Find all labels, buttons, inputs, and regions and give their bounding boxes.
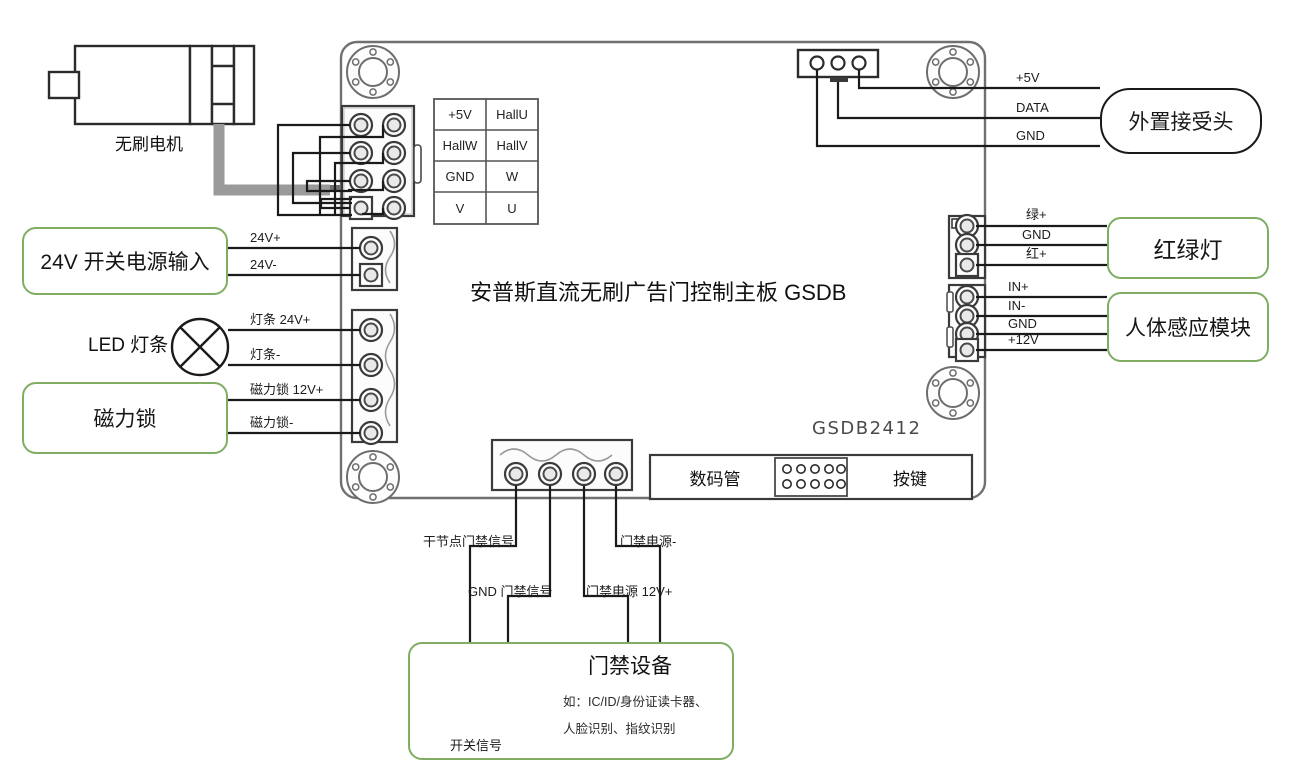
wire-label-rx-5v: +5V	[1016, 70, 1040, 85]
device-access-title: 门禁设备	[588, 655, 672, 678]
wire-label-lock-minus: 磁力锁-	[250, 415, 294, 430]
wire-label-red-plus: 红+	[1026, 246, 1047, 261]
device-mag-lock: 磁力锁	[22, 382, 228, 454]
motor-label: 无刷电机	[115, 135, 183, 154]
wire-label-rx-gnd: GND	[1016, 128, 1045, 143]
device-receiver: 外置接受头	[1100, 88, 1262, 154]
receiver-wires	[815, 70, 1100, 148]
led-lamp-icon	[170, 317, 230, 377]
right-wires	[976, 224, 1107, 352]
sensor-terminal-block	[946, 283, 987, 363]
device-receiver-label: 外置接受头	[1128, 111, 1234, 134]
device-access-note-2: 人脸识别、指纹识别	[563, 722, 676, 736]
wire-label-sensor-12v: +12V	[1008, 332, 1039, 347]
wire-label-in-plus: IN+	[1008, 279, 1029, 294]
hall-cell-0-1: HallU	[496, 107, 528, 122]
wire-label-24v-minus: 24V-	[250, 257, 277, 272]
motor-wires	[276, 123, 385, 217]
device-led-strip-label: LED 灯条	[88, 335, 169, 356]
device-traffic-light-label: 红绿灯	[1153, 237, 1223, 263]
hall-cell-1-1: HallV	[496, 138, 528, 153]
device-body-sensor-label: 人体感应模块	[1125, 317, 1251, 340]
wire-label-green-plus: 绿+	[1026, 207, 1047, 222]
wire-label-dry-contact: 干节点门禁信号	[423, 534, 515, 549]
access-terminal-block	[490, 438, 634, 492]
wire-label-tl-gnd: GND	[1022, 227, 1051, 242]
switch-signal-label: 开关信号	[450, 738, 503, 753]
display-label: 数码管	[689, 469, 741, 489]
traffic-light-terminal-block	[947, 213, 987, 280]
mount-hole-top-left	[346, 45, 400, 99]
led-lock-terminal-block	[350, 308, 399, 446]
hall-cell-3-0: V	[455, 200, 465, 216]
hall-cell-2-0: GND	[445, 169, 475, 184]
wire-label-rx-data: DATA	[1016, 100, 1049, 115]
wire-label-access-12v: 门禁电源 12V+	[586, 584, 673, 599]
hall-cell-3-1: U	[507, 200, 517, 216]
device-traffic-light: 红绿灯	[1107, 217, 1269, 279]
device-access-note-1: 如：IC/ID/身份证读卡器、	[563, 695, 708, 709]
hall-cell-2-1: W	[505, 169, 519, 184]
keys-label: 按键	[893, 469, 927, 489]
device-power-input-label: 24V 开关电源输入	[40, 251, 210, 274]
board-title: 安普斯直流无刷广告门控制主板 GSDB	[470, 280, 847, 305]
wire-label-in-minus: IN-	[1008, 298, 1026, 313]
board-model: GSDB2412	[812, 418, 922, 439]
wire-label-lock-12v-plus: 磁力锁 12V+	[250, 382, 324, 397]
wire-label-gnd-access: GND 门禁信号	[468, 584, 553, 599]
wire-label-strip-24v-plus: 灯条 24V+	[250, 312, 311, 327]
motor-hall-terminal-block	[340, 104, 422, 221]
mount-hole-bottom-left	[346, 450, 400, 504]
receiver-pin-header	[796, 48, 880, 82]
device-mag-lock-label: 磁力锁	[93, 408, 157, 431]
mount-hole-top-right	[926, 45, 980, 99]
wire-label-sensor-gnd: GND	[1008, 316, 1037, 331]
device-access-control	[408, 642, 734, 760]
device-body-sensor: 人体感应模块	[1107, 292, 1269, 362]
mount-hole-bottom-right	[926, 366, 980, 420]
hall-pinout-table	[433, 98, 539, 225]
wire-label-24v-plus: 24V+	[250, 230, 281, 245]
power-terminal-block	[350, 226, 399, 292]
display-keys-strip	[648, 453, 974, 501]
hall-cell-1-0: HallW	[442, 138, 478, 153]
hall-cell-0-0: +5V	[448, 107, 472, 122]
brushless-motor-icon	[47, 44, 352, 196]
device-power-input: 24V 开关电源输入	[22, 227, 228, 295]
wire-label-access-minus: 门禁电源-	[620, 534, 677, 549]
wire-label-strip-minus: 灯条-	[250, 347, 281, 362]
